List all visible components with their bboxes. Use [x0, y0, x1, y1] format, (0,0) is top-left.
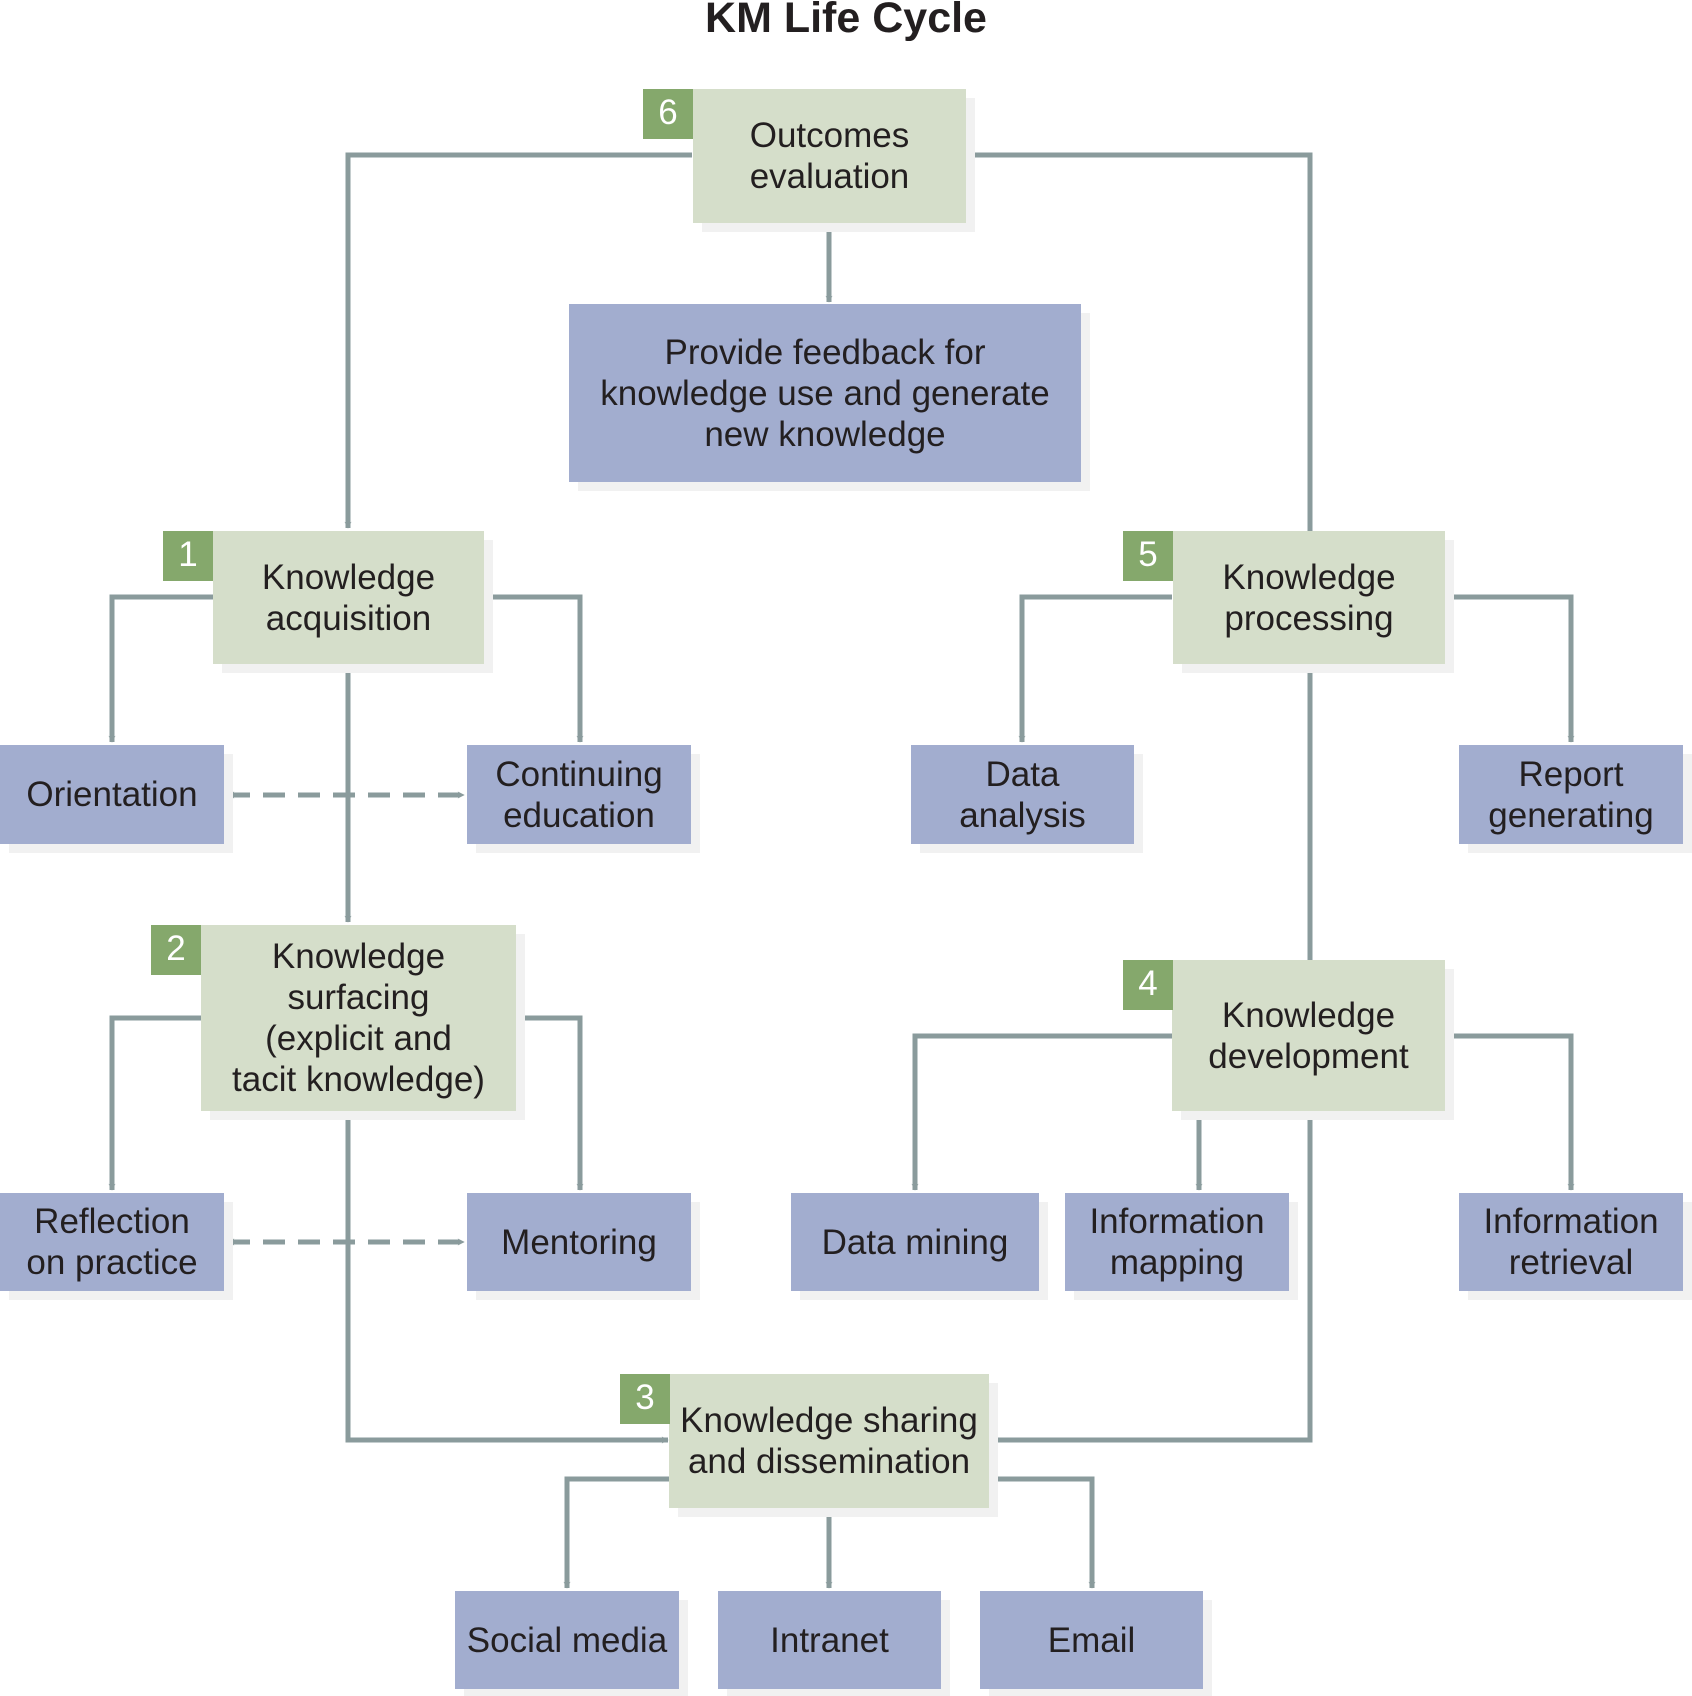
stage-knowledge-surfacing: Knowledge surfacing (explicit and tacit … [201, 925, 516, 1111]
connector-surfacing-to-reflection [108, 1015, 201, 1191]
stage-3-badge: 3 [620, 1374, 670, 1424]
activity-mentoring: Mentoring [467, 1193, 691, 1291]
activity-feedback: Provide feedback for knowledge use and g… [569, 304, 1081, 482]
connector-development-to-data-mining [911, 1033, 1172, 1191]
stage-knowledge-sharing: Knowledge sharing and dissemination [669, 1374, 989, 1508]
activity-information-mapping: Information mapping [1065, 1193, 1289, 1291]
stage-5-badge: 5 [1123, 531, 1173, 581]
connector-sharing-to-email [989, 1476, 1096, 1589]
connector-processing-to-report-generating [1445, 594, 1575, 743]
stage-6-badge: 6 [643, 89, 693, 139]
connector-sharing-to-social-media [563, 1476, 669, 1589]
connector-processing-to-outcomes [967, 151, 1313, 531]
activity-social-media: Social media [455, 1591, 679, 1689]
activity-reflection-on-practice: Reflection on practice [0, 1193, 224, 1291]
connector-surfacing-to-sharing [345, 1110, 669, 1444]
stage-outcomes-evaluation: Outcomes evaluation [693, 89, 966, 223]
activity-data-analysis: Data analysis [911, 745, 1134, 844]
activity-orientation: Orientation [0, 745, 224, 844]
stage-knowledge-development: Knowledge development [1172, 960, 1445, 1111]
stage-2-badge: 2 [151, 925, 201, 975]
activity-report-generating: Report generating [1459, 745, 1683, 844]
activity-data-mining: Data mining [791, 1193, 1039, 1291]
connector-surfacing-to-mentoring [515, 1015, 584, 1191]
connector-outcomes-to-acquisition [344, 152, 692, 529]
connector-acquisition-to-continuing-education [484, 594, 584, 743]
activity-continuing-education: Continuing education [467, 745, 691, 844]
stage-knowledge-acquisition: Knowledge acquisition [213, 531, 484, 664]
activity-email: Email [980, 1591, 1203, 1689]
connector-sharing-to-development [989, 1112, 1314, 1443]
activity-intranet: Intranet [718, 1591, 941, 1689]
stage-knowledge-processing: Knowledge processing [1173, 531, 1445, 664]
connector-acquisition-to-orientation [108, 594, 213, 743]
connector-processing-to-data-analysis [1018, 594, 1172, 743]
stage-1-badge: 1 [163, 531, 213, 581]
stage-4-badge: 4 [1123, 960, 1173, 1010]
diagram-title: KM Life Cycle [705, 0, 987, 42]
connector-development-to-information-retrieval [1445, 1033, 1575, 1191]
activity-information-retrieval: Information retrieval [1459, 1193, 1683, 1291]
